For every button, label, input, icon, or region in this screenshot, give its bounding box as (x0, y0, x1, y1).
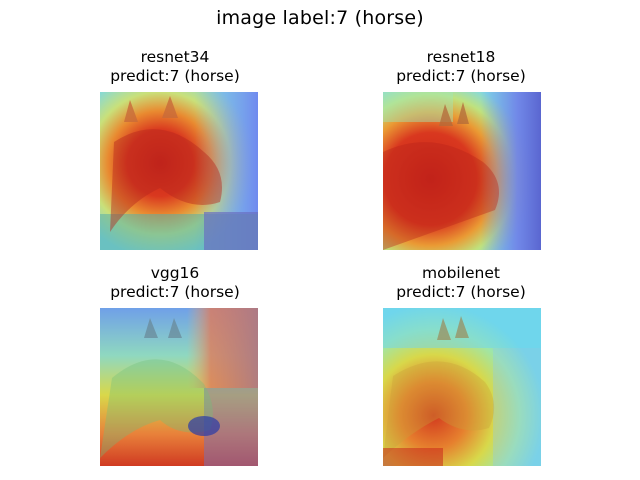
panel-prediction: predict:7 (horse) (110, 283, 240, 301)
gradcam-image-vgg16 (100, 308, 258, 466)
panel-prediction: predict:7 (horse) (396, 283, 526, 301)
panel-prediction: predict:7 (horse) (110, 67, 240, 85)
panel-model-name: resnet34 (140, 48, 210, 66)
panel-resnet18: resnet18 predict:7 (horse) (351, 48, 571, 86)
panel-mobilenet: mobilenet predict:7 (horse) (351, 264, 571, 302)
panel-resnet34: resnet34 predict:7 (horse) (65, 48, 285, 86)
panel-prediction: predict:7 (horse) (396, 67, 526, 85)
panel-model-name: resnet18 (426, 48, 496, 66)
gradcam-image-mobilenet (383, 308, 541, 466)
panel-model-name: vgg16 (150, 264, 200, 282)
panel-model-name: mobilenet (421, 264, 500, 282)
figure-title: image label:7 (horse) (216, 7, 424, 29)
gradcam-image-resnet34 (100, 92, 258, 250)
gradcam-image-resnet18 (383, 92, 541, 250)
panel-vgg16: vgg16 predict:7 (horse) (65, 264, 285, 302)
